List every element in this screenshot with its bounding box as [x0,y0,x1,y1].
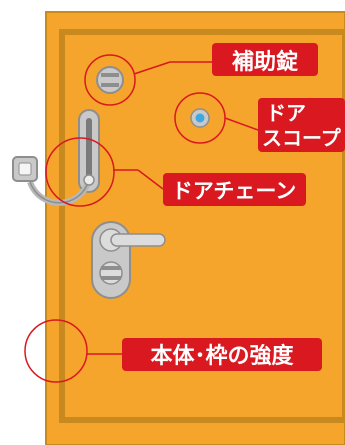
label-body-frame-strength: 本体･枠の強度 [150,343,294,369]
label-auxiliary-lock: 補助錠 [231,49,298,75]
label-box-door-chain [163,173,306,206]
door-chain-icon [12,109,100,206]
label-box-body-frame [122,338,322,371]
label-door-scope-line1: ドア [266,101,306,125]
door-inner-panel [59,29,345,423]
callout-line-door-chain-2 [137,169,164,190]
callout-line-auxiliary-lock [133,61,171,75]
lock-knob-icon [96,66,124,94]
door-handle-icon [91,221,166,299]
label-door-scope-line2: スコープ [262,126,342,150]
door-scope-icon [190,108,210,128]
label-door-chain: ドアチェーン [172,179,297,203]
callout-circle-auxiliary-lock [84,54,136,106]
label-box-door-scope [258,98,345,152]
label-box-auxiliary-lock [212,43,318,76]
callout-circle-door-chain [45,137,115,207]
callout-circle-body-frame [24,319,88,383]
callout-line-door-scope [224,117,259,131]
door-body [45,11,345,445]
